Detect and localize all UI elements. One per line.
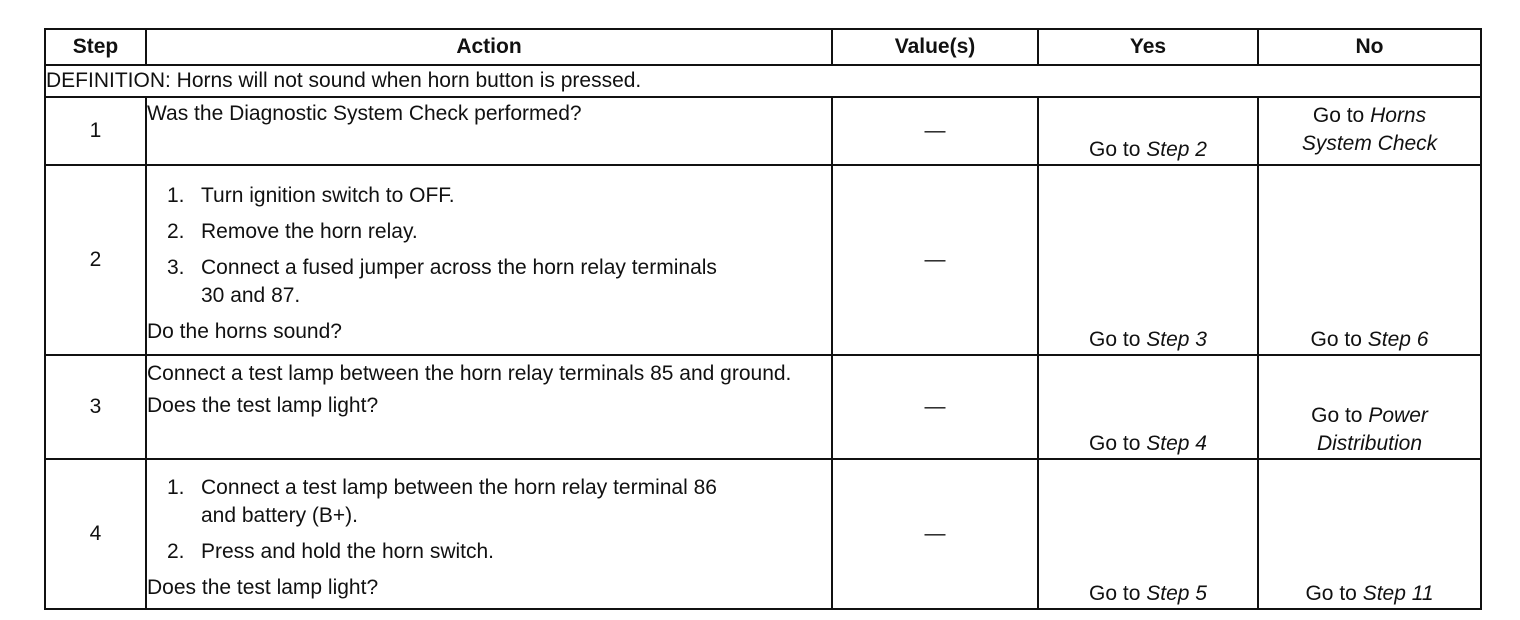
step-number: 3 xyxy=(44,354,147,460)
no-cell: Go to Power Distribution xyxy=(1257,354,1482,460)
list-item-number: 1. xyxy=(167,476,185,499)
no-prefix: Go to xyxy=(1311,404,1363,427)
list-item: 1. Turn ignition switch to OFF. xyxy=(167,182,831,210)
value-dash: — xyxy=(924,395,946,418)
no-target-link-1: Horns xyxy=(1370,104,1427,127)
yes-prefix: Go to xyxy=(1089,138,1141,161)
action-cell: 1. Turn ignition switch to OFF. 2. Remove … xyxy=(145,164,833,356)
list-item: 1. Connect a test lamp between the horn r… xyxy=(167,474,721,530)
no-cell: Go to Step 11 xyxy=(1257,458,1482,610)
list-item-text: Turn ignition switch to OFF. xyxy=(201,184,455,207)
step-number: 2 xyxy=(44,164,147,356)
action-question: Do the horns sound? xyxy=(147,320,342,343)
yes-cell: Go to Step 5 xyxy=(1037,458,1259,610)
no-target-link-2: Distribution xyxy=(1316,432,1423,455)
yes-target-link: Step 4 xyxy=(1146,432,1207,455)
yes-prefix: Go to xyxy=(1089,582,1141,605)
action-question: Was the Diagnostic System Check performe… xyxy=(147,102,582,125)
no-prefix: Go to xyxy=(1312,104,1365,127)
table-row-step-3: 3 Connect a test lamp between the horn r… xyxy=(44,354,1482,460)
header-no: No xyxy=(1257,28,1482,66)
yes-cell: Go to Step 2 xyxy=(1037,96,1259,166)
list-item: 2. Remove the horn relay. xyxy=(167,218,831,246)
step-number: 1 xyxy=(44,96,147,166)
value-dash: — xyxy=(924,119,946,142)
diagnostic-table: Step Action Value(s) Yes No DEFINITION: … xyxy=(44,28,1482,610)
yes-cell: Go to Step 4 xyxy=(1037,354,1259,460)
header-action: Action xyxy=(145,28,833,66)
header-values: Value(s) xyxy=(831,28,1039,66)
yes-cell: Go to Step 3 xyxy=(1037,164,1259,356)
no-cell: Go to Step 6 xyxy=(1257,164,1482,356)
value-cell: — xyxy=(831,458,1039,610)
list-item-number: 2. xyxy=(167,220,185,243)
action-question: Does the test lamp light? xyxy=(147,576,379,599)
yes-target-link: Step 5 xyxy=(1146,582,1207,605)
list-item-text: Remove the horn relay. xyxy=(201,220,418,243)
list-item-text: Connect a test lamp between the horn rel… xyxy=(201,476,717,527)
action-cell: Connect a test lamp between the horn rel… xyxy=(145,354,833,460)
no-target-link: Step 6 xyxy=(1367,328,1429,351)
list-item-number: 3. xyxy=(167,256,185,279)
list-item-text: Connect a fused jumper across the horn r… xyxy=(201,256,717,307)
list-item-number: 2. xyxy=(167,540,185,563)
header-yes: Yes xyxy=(1037,28,1259,66)
definition-text: DEFINITION: Horns will not sound when ho… xyxy=(44,64,1482,98)
yes-prefix: Go to xyxy=(1089,432,1141,455)
no-target-link: Step 11 xyxy=(1362,582,1434,605)
action-instruction: Connect a test lamp between the horn rel… xyxy=(147,362,792,385)
list-item-text: Press and hold the horn switch. xyxy=(201,540,494,563)
header-row: Step Action Value(s) Yes No xyxy=(44,28,1482,66)
no-prefix: Go to xyxy=(1305,582,1357,605)
value-cell: — xyxy=(831,96,1039,166)
action-cell: 1. Connect a test lamp between the horn r… xyxy=(145,458,833,610)
list-item-number: 1. xyxy=(167,184,185,207)
yes-target-link: Step 2 xyxy=(1146,138,1207,161)
list-item: 2. Press and hold the horn switch. xyxy=(167,538,831,566)
action-steps-list: 1. Turn ignition switch to OFF. 2. Remove … xyxy=(147,182,831,310)
action-question: Does the test lamp light? xyxy=(147,394,379,417)
action-cell: Was the Diagnostic System Check performe… xyxy=(145,96,833,166)
definition-row: DEFINITION: Horns will not sound when ho… xyxy=(44,64,1482,98)
table-row-step-2: 2 1. Turn ignition switch to OFF. 2. Remov… xyxy=(44,164,1482,356)
no-target-link-1: Power xyxy=(1368,404,1428,427)
no-prefix: Go to xyxy=(1310,328,1362,351)
value-cell: — xyxy=(831,164,1039,356)
header-step: Step xyxy=(44,28,147,66)
no-cell: Go to Horns System Check xyxy=(1257,96,1482,166)
no-target-link-2: System Check xyxy=(1301,132,1438,155)
diagnostic-table-container: Step Action Value(s) Yes No DEFINITION: … xyxy=(44,28,1482,610)
value-dash: — xyxy=(924,248,946,271)
table-row-step-1: 1 Was the Diagnostic System Check perfor… xyxy=(44,96,1482,166)
value-cell: — xyxy=(831,354,1039,460)
table-row-step-4: 4 1. Connect a test lamp between the horn… xyxy=(44,458,1482,610)
list-item: 3. Connect a fused jumper across the horn… xyxy=(167,254,721,310)
step-number: 4 xyxy=(44,458,147,610)
yes-target-link: Step 3 xyxy=(1146,328,1207,351)
value-dash: — xyxy=(924,522,946,545)
yes-prefix: Go to xyxy=(1089,328,1141,351)
action-steps-list: 1. Connect a test lamp between the horn r… xyxy=(147,474,831,566)
